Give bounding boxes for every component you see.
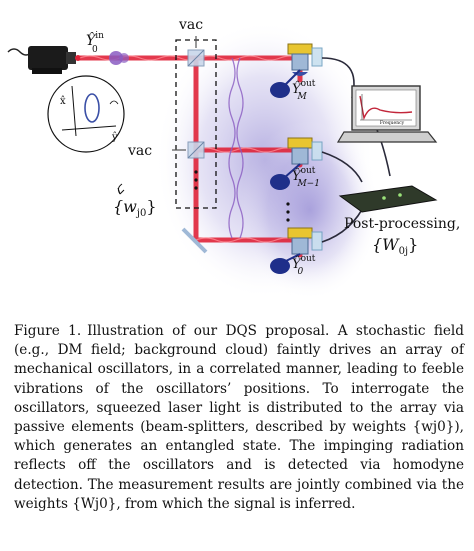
phase-space-inset: x̂ ŷ <box>47 75 125 153</box>
weights-pointer-arrow <box>117 183 125 195</box>
squeezer-element <box>109 51 129 65</box>
oscillator-unit-mid <box>270 137 323 190</box>
beam-splitter-top <box>187 49 205 67</box>
weights-label: {wj0} <box>113 197 157 219</box>
beam-splitter-mid <box>187 141 205 159</box>
inset-x-label: x̂ <box>60 96 66 107</box>
post-weights-label: {W0j} <box>372 235 418 257</box>
laptop-screen-label: Frequency <box>380 120 405 126</box>
vac-mid-label: vac <box>127 143 152 159</box>
ellipsis-dots <box>194 170 290 222</box>
oscillator-unit-bottom <box>270 227 323 274</box>
entanglement-wiggles <box>228 57 244 239</box>
vac-input-arrows <box>172 36 197 151</box>
background-cloud <box>155 20 380 300</box>
mirror-bottom <box>181 227 208 254</box>
laptop-icon: Frequency <box>336 85 438 143</box>
post-processing-label: Post-processing, <box>344 216 460 232</box>
figure-caption: Figure 1.Illustration of our DQS proposa… <box>14 322 464 514</box>
oscillator-unit-top <box>270 43 323 98</box>
laser-source <box>7 46 81 74</box>
post-processing-unit <box>338 185 438 213</box>
vac-top-label: vac <box>178 17 203 33</box>
caption-label: Figure 1. <box>14 323 82 339</box>
inset-y-label: ŷ <box>111 132 118 143</box>
caption-text: Illustration of our DQS proposal. A stoc… <box>14 323 464 512</box>
